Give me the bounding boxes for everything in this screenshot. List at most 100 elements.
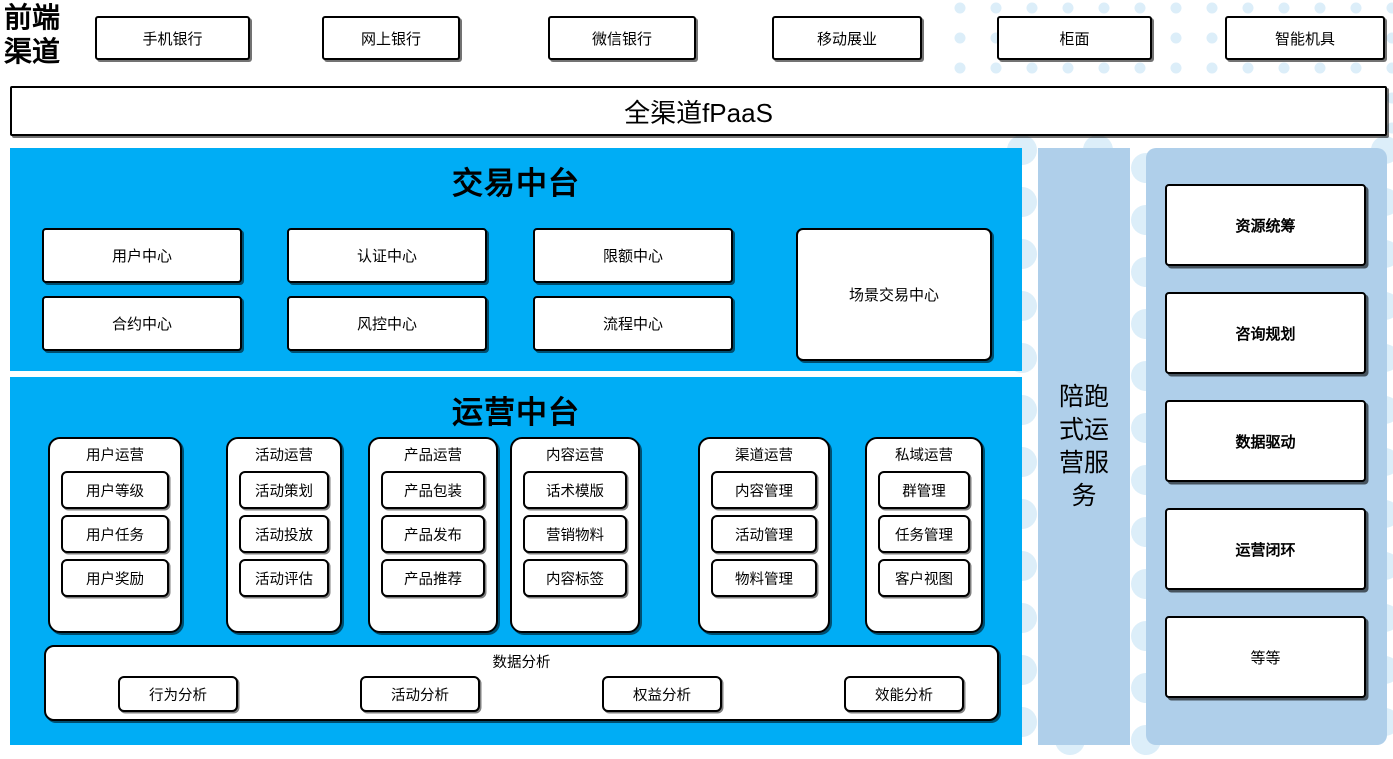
- trade-platform-panel: 交易中台 用户中心 认证中心 限额中心合约中心 风控中心 流程中心 场景交易中心: [10, 148, 1022, 371]
- ops-item-label: 产品包装: [404, 483, 462, 500]
- ops-item[interactable]: 用户等级: [61, 471, 169, 509]
- ops-item-label: 活动评估: [255, 571, 313, 588]
- service-card-label: 咨询规划: [1235, 325, 1296, 343]
- ops-item-label: 内容管理: [735, 483, 793, 500]
- ops-item-label: 活动策划: [255, 483, 313, 500]
- front-channel-item-label: 手机银行: [142, 30, 203, 48]
- accompany-service-label: 陪跑式运营服务: [1058, 382, 1109, 510]
- front-channel-item[interactable]: 柜面: [997, 16, 1152, 60]
- ops-item-label: 任务管理: [895, 527, 953, 544]
- trade-box[interactable]: 用户中心: [42, 228, 242, 283]
- service-card[interactable]: 咨询规划: [1165, 292, 1366, 374]
- ops-item[interactable]: 任务管理: [878, 515, 970, 553]
- service-card[interactable]: 运营闭环: [1165, 508, 1366, 590]
- front-channel-label-line1: 前端: [4, 3, 61, 34]
- front-channel-item[interactable]: 网上银行: [322, 16, 460, 60]
- trade-box[interactable]: 限额中心: [533, 228, 733, 283]
- service-card-panel: 资源统筹咨询规划数据驱动运营闭环等等: [1146, 148, 1387, 745]
- front-channel-item-label: 网上银行: [360, 30, 421, 48]
- front-channel-label: 前端 渠道: [4, 2, 82, 74]
- ops-platform-title: 运营中台: [452, 395, 580, 430]
- ops-group-title: 渠道运营: [735, 448, 793, 464]
- trade-box-label: 用户中心: [111, 248, 172, 265]
- data-analysis-item-label: 效能分析: [875, 687, 933, 704]
- ops-item[interactable]: 产品推荐: [381, 559, 485, 597]
- ops-item-label: 内容标签: [546, 571, 604, 588]
- ops-item[interactable]: 营销物料: [523, 515, 627, 553]
- service-card-label: 数据驱动: [1235, 433, 1296, 451]
- ops-group: 渠道运营内容管理活动管理物料管理: [698, 437, 830, 633]
- trade-box[interactable]: 风控中心: [287, 296, 487, 351]
- front-channel-item-label: 移动展业: [816, 30, 877, 48]
- front-channel-item[interactable]: 智能机具: [1225, 16, 1385, 60]
- ops-item-label: 活动投放: [255, 527, 313, 544]
- ops-item-label: 群管理: [902, 483, 946, 500]
- ops-item[interactable]: 用户奖励: [61, 559, 169, 597]
- ops-item-label: 营销物料: [546, 527, 604, 544]
- ops-item-label: 产品发布: [404, 527, 462, 544]
- ops-item-label: 活动管理: [735, 527, 793, 544]
- ops-item[interactable]: 活动评估: [239, 559, 329, 597]
- trade-platform-title: 交易中台: [452, 166, 580, 201]
- front-channel-label-line2: 渠道: [4, 37, 61, 68]
- data-analysis-item-label: 行为分析: [149, 687, 207, 704]
- ops-group: 私域运营群管理任务管理客户视图: [865, 437, 983, 633]
- trade-box[interactable]: 认证中心: [287, 228, 487, 283]
- front-channel-item-label: 智能机具: [1274, 30, 1335, 48]
- service-card-label: 运营闭环: [1235, 541, 1296, 559]
- ops-item-label: 用户任务: [86, 527, 144, 544]
- ops-item[interactable]: 用户任务: [61, 515, 169, 553]
- ops-item[interactable]: 群管理: [878, 471, 970, 509]
- trade-box-label: 认证中心: [356, 248, 417, 265]
- front-channel-item[interactable]: 微信银行: [548, 16, 696, 60]
- data-analysis-band: 数据分析 行为分析 活动分析 权益分析 效能分析: [44, 645, 999, 721]
- ops-item[interactable]: 内容标签: [523, 559, 627, 597]
- ops-item[interactable]: 物料管理: [711, 559, 817, 597]
- fpaas-label: 全渠道fPaaS: [624, 97, 773, 128]
- ops-item[interactable]: 活动投放: [239, 515, 329, 553]
- data-analysis-item[interactable]: 效能分析: [844, 676, 964, 712]
- ops-item[interactable]: 内容管理: [711, 471, 817, 509]
- ops-item[interactable]: 产品包装: [381, 471, 485, 509]
- service-card-label: 资源统筹: [1235, 217, 1296, 235]
- ops-group: 产品运营产品包装产品发布产品推荐: [368, 437, 498, 633]
- trade-box-label: 流程中心: [602, 316, 663, 333]
- ops-platform-panel: 运营中台 用户运营用户等级用户任务用户奖励活动运营活动策划活动投放活动评估产品运…: [10, 377, 1022, 745]
- service-card[interactable]: 等等: [1165, 616, 1366, 698]
- service-card[interactable]: 数据驱动: [1165, 400, 1366, 482]
- front-channel-item[interactable]: 移动展业: [772, 16, 922, 60]
- trade-box-label: 合约中心: [111, 316, 172, 333]
- accompany-service-strip: 陪跑式运营服务: [1038, 148, 1130, 745]
- ops-item-label: 用户等级: [86, 483, 144, 500]
- data-analysis-item[interactable]: 行为分析: [118, 676, 238, 712]
- ops-item[interactable]: 产品发布: [381, 515, 485, 553]
- ops-item-label: 客户视图: [895, 571, 953, 588]
- trade-box[interactable]: 流程中心: [533, 296, 733, 351]
- ops-group-title: 产品运营: [404, 448, 462, 464]
- service-card-label: 等等: [1250, 649, 1281, 667]
- ops-item-label: 话术模版: [546, 483, 604, 500]
- ops-item[interactable]: 活动管理: [711, 515, 817, 553]
- ops-item-label: 物料管理: [735, 571, 793, 588]
- ops-item[interactable]: 客户视图: [878, 559, 970, 597]
- data-analysis-item[interactable]: 活动分析: [360, 676, 480, 712]
- ops-group-title: 内容运营: [546, 448, 604, 464]
- ops-group: 内容运营话术模版营销物料内容标签: [510, 437, 640, 633]
- fpaas-bar[interactable]: 全渠道fPaaS: [10, 86, 1387, 136]
- front-channel-item[interactable]: 手机银行: [95, 16, 250, 60]
- front-channel-item-label: 柜面: [1059, 30, 1090, 48]
- ops-group-title: 私域运营: [895, 448, 953, 464]
- data-analysis-item[interactable]: 权益分析: [602, 676, 722, 712]
- ops-item[interactable]: 话术模版: [523, 471, 627, 509]
- service-card[interactable]: 资源统筹: [1165, 184, 1366, 266]
- data-analysis-title: 数据分析: [492, 655, 551, 671]
- ops-item[interactable]: 活动策划: [239, 471, 329, 509]
- ops-item-label: 用户奖励: [86, 571, 144, 588]
- front-channel-item-label: 微信银行: [591, 30, 652, 48]
- ops-item-label: 产品推荐: [404, 571, 462, 588]
- ops-group: 活动运营活动策划活动投放活动评估: [226, 437, 342, 633]
- trade-box[interactable]: 合约中心: [42, 296, 242, 351]
- trade-box-label: 风控中心: [356, 316, 417, 333]
- trade-box-scene[interactable]: 场景交易中心: [796, 228, 992, 361]
